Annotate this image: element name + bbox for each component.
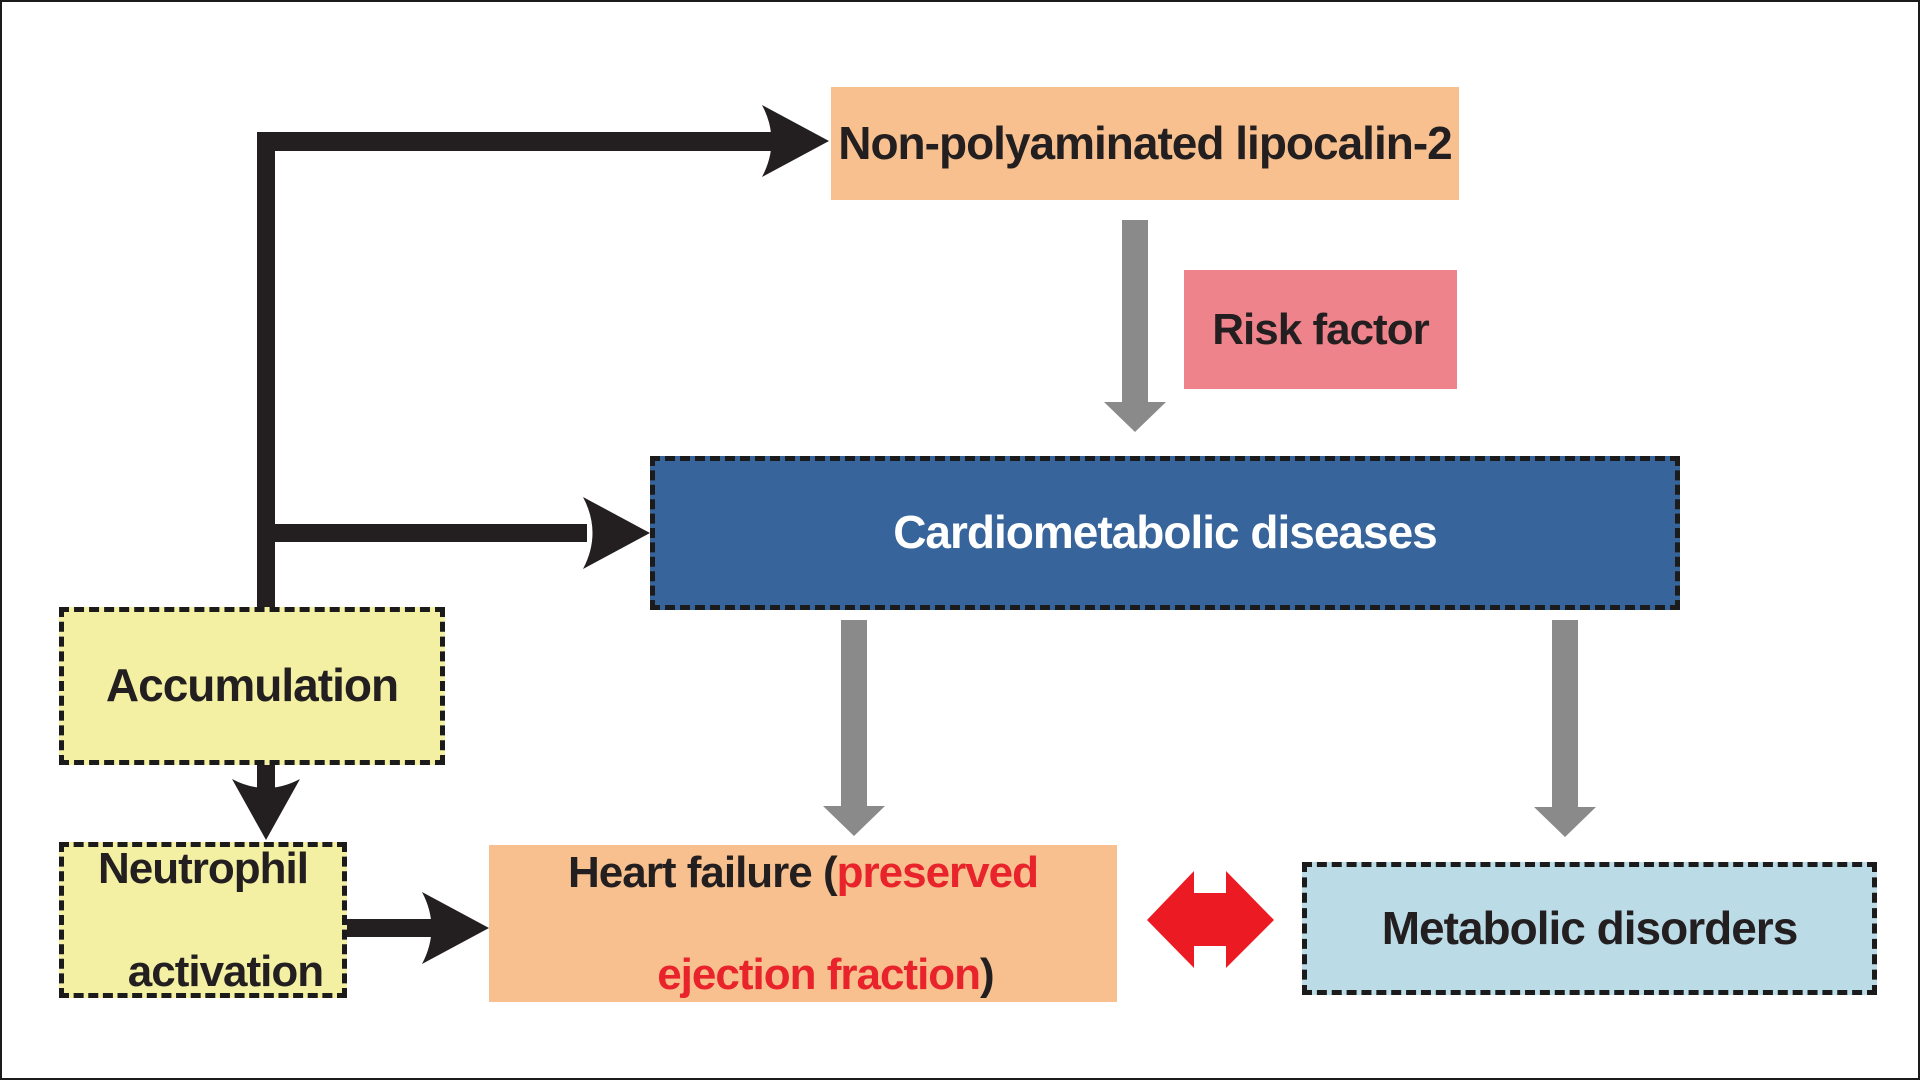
double-arrow-heart-metabolic-icon [1147, 871, 1274, 968]
heart-failure-label: Heart failure (preserved ejection fracti… [568, 847, 1039, 1000]
arrow-to-lipocalin-icon [257, 105, 829, 177]
neutrophil-label: Neutrophil activation [98, 844, 324, 996]
arrow-accumulation-to-neutrophil-icon [232, 779, 300, 840]
node-cardiometabolic-diseases: Cardiometabolic diseases [650, 456, 1680, 610]
node-heart-failure-hfpef: Heart failure (preserved ejection fracti… [489, 845, 1117, 1002]
node-metabolic-disorders: Metabolic disorders [1302, 862, 1877, 995]
arrow-cardiometabolic-to-heart-icon [823, 620, 885, 836]
arrow-lipocalin-down-icon [1104, 220, 1166, 432]
node-non-polyaminated-lipocalin-2: Non-polyaminated lipocalin-2 [831, 87, 1459, 200]
node-neutrophil-activation: Neutrophil activation [59, 842, 347, 998]
node-accumulation: Accumulation [59, 607, 445, 765]
node-risk-factor: Risk factor [1184, 270, 1457, 389]
arrow-neutrophil-to-heart-icon [347, 892, 489, 964]
arrow-to-cardiometabolic-icon [257, 497, 650, 569]
arrow-cardiometabolic-to-metabolic-icon [1534, 620, 1596, 837]
